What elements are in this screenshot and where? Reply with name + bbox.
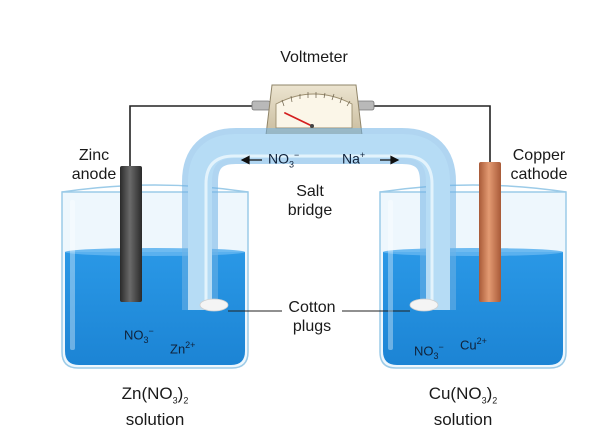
- voltmeter-dial-face: [275, 93, 353, 129]
- bridge-ion-arrows: [240, 155, 400, 165]
- zinc-anode-electrode: [120, 166, 142, 302]
- bridge-sodium-ion: Na+: [342, 150, 366, 167]
- copper-cathode-label: Copper cathode: [510, 147, 568, 183]
- salt-bridge-tube: [182, 128, 456, 312]
- voltmeter: [251, 84, 375, 136]
- left-solution-formula: Zn(NO3)2: [121, 384, 189, 406]
- left-solution-caption: Zn(NO3)2 solution: [100, 384, 210, 430]
- left-nitrate-ion: NO3−: [124, 326, 154, 345]
- zinc-anode-label: Zinc anode: [71, 147, 117, 183]
- copper-cathode-electrode: [479, 162, 501, 302]
- cathode-wire: [372, 105, 491, 168]
- left-beaker: [61, 184, 249, 369]
- voltmeter-label: Voltmeter: [280, 49, 348, 66]
- left-cotton-plug: [199, 298, 229, 312]
- right-solution-caption: Cu(NO3)2 solution: [408, 384, 518, 430]
- salt-bridge-label: Salt bridge: [287, 183, 333, 219]
- glass-highlights: [70, 200, 393, 350]
- anode-wire: [129, 105, 266, 178]
- voltmeter-pivot: [310, 124, 314, 128]
- voltmeter-scale-ticks: [281, 92, 351, 107]
- bridge-nitrate-ion: NO3−: [268, 150, 300, 170]
- right-solution-formula: Cu(NO3)2: [428, 384, 498, 406]
- cotton-plugs-label: Cotton plugs: [288, 299, 336, 335]
- right-cotton-plug: [409, 298, 439, 312]
- right-copper-ion: Cu2+: [460, 336, 487, 353]
- circuit-wires: [129, 105, 491, 178]
- right-nitrate-ion: NO3−: [414, 342, 444, 361]
- left-zinc-ion: Zn2+: [170, 340, 196, 357]
- voltmeter-needle: [284, 112, 313, 127]
- voltmeter-left-terminal: [251, 100, 271, 111]
